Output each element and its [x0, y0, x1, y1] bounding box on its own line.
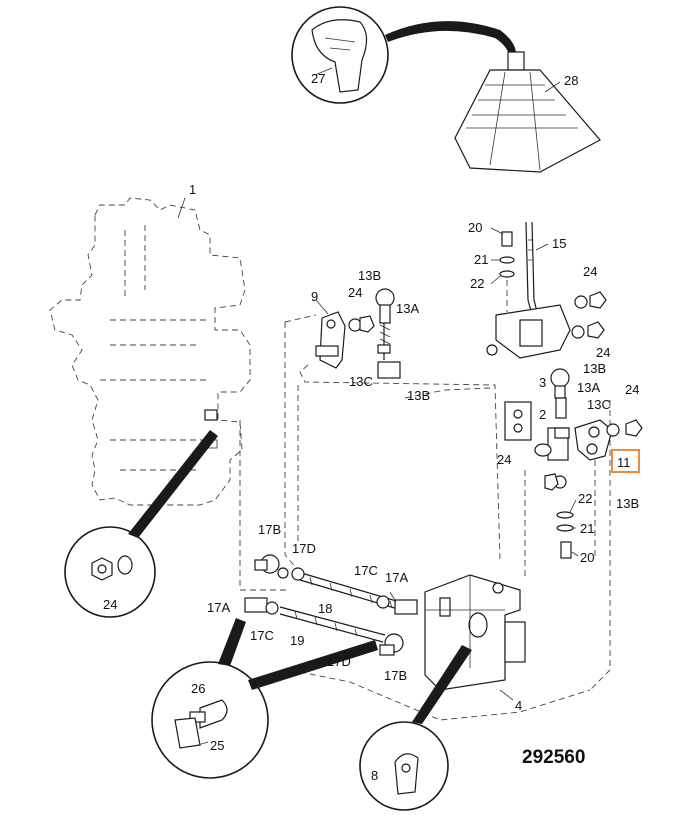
highlight-box-part-11: [611, 449, 640, 473]
label-part-17C: 17C: [250, 628, 274, 643]
rod-end-fittings: [244, 554, 418, 656]
label-part-17A: 17A: [385, 570, 408, 585]
label-part-13A: 13A: [396, 301, 419, 316]
fastener-stack-top: [490, 227, 515, 312]
control-rods: [279, 571, 411, 643]
label-part-13B: 13B: [583, 361, 606, 376]
label-part-13C: 13C: [587, 397, 611, 412]
part-labels: 1 2 3 4 8 9 11 13A 13A 13B 13B 13B 13B 1…: [103, 71, 639, 783]
drawing-number: 292560: [522, 747, 585, 768]
ball-joint-top: [375, 288, 401, 379]
detail-clip-8: [359, 645, 472, 811]
linkage-dashed-frame: [239, 314, 611, 721]
label-part-13B: 13B: [616, 496, 639, 511]
label-part-17B: 17B: [384, 668, 407, 683]
label-part-24: 24: [625, 382, 639, 397]
label-part-17C: 17C: [354, 563, 378, 578]
label-part-3: 3: [539, 375, 546, 390]
label-part-24: 24: [497, 452, 511, 467]
label-part-11: 11: [617, 455, 631, 470]
nut-washer-pair-left: [348, 315, 375, 333]
label-part-13B: 13B: [407, 388, 430, 403]
label-part-24: 24: [596, 345, 610, 360]
label-part-24: 24: [348, 285, 362, 300]
label-part-25: 25: [210, 738, 224, 753]
detail-clip-pin: [151, 618, 378, 779]
main-bracket: [424, 574, 526, 701]
label-part-13A: 13A: [577, 380, 600, 395]
label-part-21: 21: [580, 521, 594, 536]
valve-block: [49, 197, 251, 506]
label-part-22: 22: [470, 276, 484, 291]
label-part-20: 20: [468, 220, 482, 235]
lever-base-bracket: [486, 304, 571, 359]
leader-line: [177, 197, 186, 219]
label-part-2: 2: [539, 407, 546, 422]
detail-knob: [291, 6, 516, 104]
label-part-24: 24: [583, 264, 597, 279]
label-part-24: 24: [103, 597, 117, 612]
label-part-20: 20: [580, 550, 594, 565]
lever-block-right: [504, 368, 643, 491]
label-part-21: 21: [474, 252, 488, 267]
label-part-8: 8: [371, 768, 378, 783]
nut-washer-pair-right: [571, 291, 607, 339]
label-part-1: 1: [189, 182, 196, 197]
lever-bracket-9: [315, 299, 346, 369]
label-part-17D: 17D: [292, 541, 316, 556]
label-part-17A: 17A: [207, 600, 230, 615]
detail-nut-washer: [64, 430, 218, 618]
label-part-17D: 17D: [327, 654, 351, 669]
label-part-26: 26: [191, 681, 205, 696]
label-part-28: 28: [564, 73, 578, 88]
label-part-27: 27: [311, 71, 325, 86]
label-part-9: 9: [311, 289, 318, 304]
label-part-15: 15: [552, 236, 566, 251]
label-part-18: 18: [318, 601, 332, 616]
gaiter-boot: [454, 51, 601, 173]
fastener-stack-bottom: [556, 499, 579, 559]
label-part-22: 22: [578, 491, 592, 506]
label-part-4: 4: [515, 698, 522, 713]
label-part-17B: 17B: [258, 522, 281, 537]
label-part-13C: 13C: [349, 374, 373, 389]
label-part-19: 19: [290, 633, 304, 648]
label-part-13B: 13B: [358, 268, 381, 283]
